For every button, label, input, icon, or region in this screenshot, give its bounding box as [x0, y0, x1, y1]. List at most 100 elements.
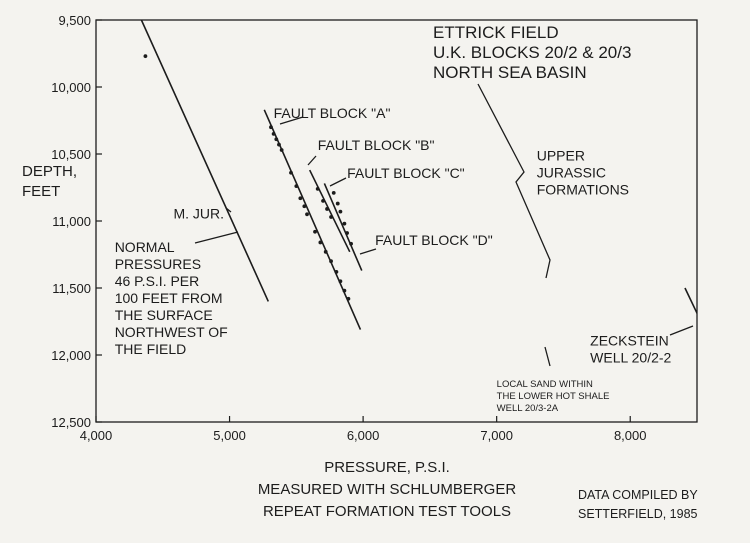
x-tick-label: 6,000: [347, 428, 380, 443]
annotations: FAULT BLOCK "A" FAULT BLOCK "B" FAULT BLOC…: [115, 105, 672, 414]
chart-title: ETTRICK FIELD U.K. BLOCKS 20/2 & 20/3 NO…: [433, 23, 631, 82]
trend-line-normal: [140, 20, 270, 302]
data-point: [279, 148, 284, 152]
data-point: [302, 204, 307, 209]
data-point: [329, 215, 333, 219]
data-point: [331, 190, 336, 195]
data-point: [342, 288, 347, 293]
leader-line-m-jur: [225, 207, 232, 213]
annotation-normal-pressures: 100 FEET FROM: [115, 290, 223, 306]
data-point: [346, 296, 351, 301]
y-tick-label: 9,500: [58, 13, 91, 28]
data-point: [710, 342, 714, 346]
data-point: [342, 221, 347, 226]
leader-line-local-sand: [544, 346, 551, 367]
x-tick-label: 7,000: [480, 428, 513, 443]
annotation-normal-pressures: THE FIELD: [115, 341, 187, 357]
annotation-zechstein: WELL 20/2-2: [590, 350, 671, 366]
annotation-fault-b: FAULT BLOCK "B": [318, 137, 435, 153]
chart-title-line: ETTRICK FIELD: [433, 23, 559, 42]
annotation-local-sand: WELL 20/3-2A: [497, 403, 559, 414]
annotation-normal-pressures: PRESSURES: [115, 256, 201, 272]
data-point: [338, 209, 343, 214]
trend-lines: [140, 20, 697, 330]
data-point: [325, 207, 329, 211]
leader-line-fault-c: [329, 177, 347, 187]
plot-area: 4,000 5,000 6,000 7,000 8,000 9,500 10,000 10,…: [51, 13, 723, 443]
x-tick-label: 8,000: [614, 428, 647, 443]
y-tick-label: 10,500: [51, 147, 91, 162]
x-axis-label-line: PRESSURE, P.S.I.: [324, 459, 450, 476]
annotation-normal-pressures: NORMAL: [115, 239, 175, 255]
annotation-normal-pressures: NORTHWEST OF: [115, 324, 228, 340]
data-point: [323, 249, 328, 254]
annotation-normal-pressures: THE SURFACE: [115, 307, 213, 323]
data-point: [318, 240, 323, 245]
y-axis-label-line: DEPTH,: [22, 163, 77, 180]
data-point: [719, 364, 723, 368]
data-point: [334, 270, 339, 274]
y-tick-label: 11,000: [52, 214, 91, 229]
x-axis-label-line: MEASURED WITH SCHLUMBERGER: [258, 481, 517, 498]
data-credit: DATA COMPILED BY SETTERFIELD, 1985: [578, 488, 698, 521]
x-tick-label: 5,000: [213, 428, 246, 443]
leader-line-normal-pressures: [194, 231, 239, 244]
annotation-fault-a: FAULT BLOCK "A": [274, 105, 391, 121]
leader-lines: [194, 83, 694, 367]
data-point: [289, 170, 293, 175]
data-point: [335, 201, 340, 206]
data-point: [298, 196, 303, 201]
y-tick-label: 12,500: [51, 415, 91, 430]
data-point: [345, 231, 349, 235]
x-tick-label: 4,000: [80, 428, 113, 443]
data-point: [714, 354, 718, 358]
x-axis-label: PRESSURE, P.S.I. MEASURED WITH SCHLUMBER…: [258, 459, 517, 520]
data-credit-line: DATA COMPILED BY: [578, 488, 698, 502]
leader-line-upper-jurassic: [477, 83, 551, 279]
annotation-fault-c: FAULT BLOCK "C": [347, 165, 465, 181]
trend-line-fault-c: [323, 183, 363, 271]
x-axis-ticks: 4,000 5,000 6,000 7,000 8,000: [80, 416, 647, 443]
annotation-fault-d: FAULT BLOCK "D": [375, 232, 493, 248]
data-point: [269, 125, 273, 130]
leader-line-zechstein: [669, 325, 694, 336]
chart-title-line: U.K. BLOCKS 20/2 & 20/3: [433, 43, 631, 62]
data-point: [338, 279, 343, 284]
y-tick-label: 11,500: [52, 281, 91, 296]
chart-title-line: NORTH SEA BASIN: [433, 63, 587, 82]
data-point: [294, 184, 299, 189]
annotation-m-jur: M. JUR.: [173, 205, 224, 221]
annotation-upper-jurassic: JURASSIC: [537, 165, 606, 181]
y-axis-ticks: 9,500 10,000 10,500 11,000 11,500 12,000 12,50…: [51, 13, 102, 430]
y-axis-label-line: FEET: [22, 183, 60, 200]
data-point: [321, 199, 325, 203]
data-point: [315, 186, 320, 191]
data-credit-line: SETTERFIELD, 1985: [578, 507, 698, 521]
y-tick-label: 10,000: [51, 80, 91, 95]
data-points: [143, 54, 723, 368]
x-axis-label-line: REPEAT FORMATION TEST TOOLS: [263, 503, 511, 520]
data-point: [349, 241, 353, 246]
annotation-normal-pressures: 46 P.S.I. PER: [115, 273, 200, 289]
annotation-local-sand: LOCAL SAND WITHIN: [497, 379, 593, 390]
data-point: [703, 326, 707, 330]
data-point: [271, 132, 276, 136]
annotation-upper-jurassic: UPPER: [537, 148, 585, 164]
leader-line-fault-a: [279, 116, 304, 125]
annotation-upper-jurassic: FORMATIONS: [537, 182, 629, 198]
data-point: [277, 142, 281, 147]
trend-line-zechstein: [684, 287, 697, 316]
data-point: [329, 259, 333, 264]
annotation-local-sand: THE LOWER HOT SHALE: [497, 391, 610, 402]
annotation-zechstein: ZECKSTEIN: [590, 333, 669, 349]
data-point: [305, 212, 309, 217]
y-axis-label: DEPTH, FEET: [22, 163, 77, 200]
leader-line-fault-d: [359, 248, 377, 255]
trend-line-fault-a: [263, 109, 362, 330]
data-point: [313, 229, 317, 234]
data-point: [274, 137, 279, 142]
leader-line-fault-b: [307, 155, 317, 166]
data-point: [143, 54, 148, 59]
y-tick-label: 12,000: [51, 348, 91, 363]
